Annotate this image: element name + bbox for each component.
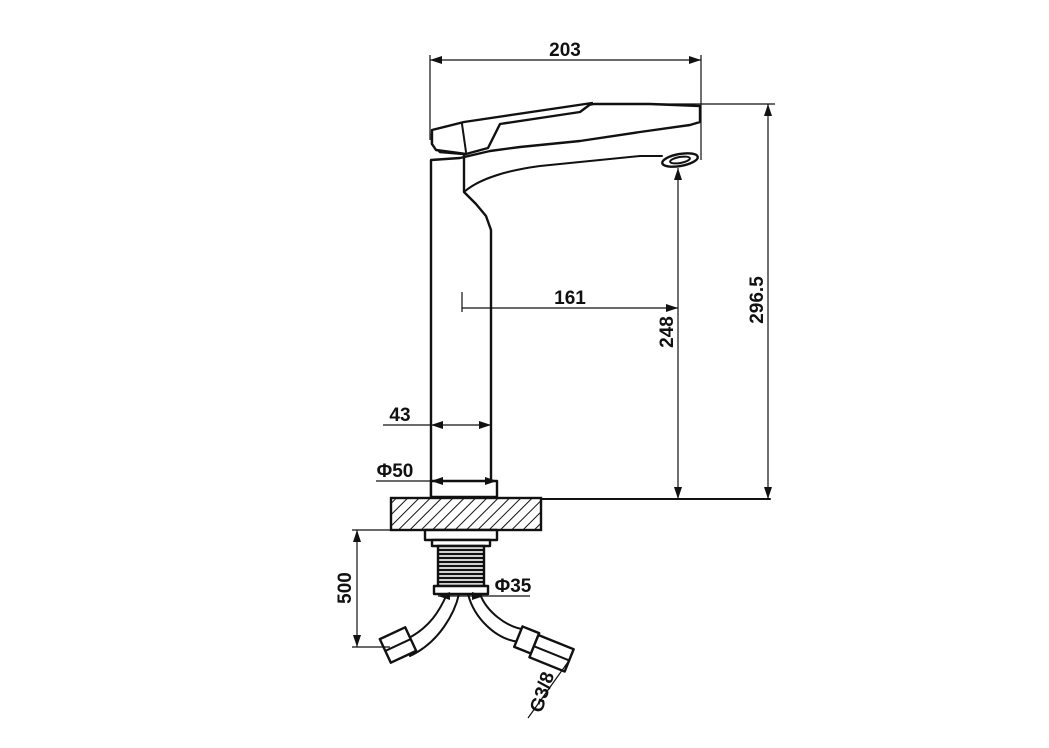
dimension-height-total-label: 296.5 (747, 276, 768, 324)
aerator (661, 152, 699, 168)
dimension-hose-length: 500 (335, 529, 425, 648)
dimension-width-total-label: 203 (549, 40, 581, 61)
dimension-width-total: 203 (429, 40, 702, 160)
dimension-base-diameter: Φ50 (376, 461, 497, 485)
dimension-base-diameter-label: Φ50 (377, 461, 414, 482)
countertop-section (389, 496, 543, 532)
dimension-hose-length-label: 500 (335, 572, 356, 604)
dimension-thread-diameter: Φ35 (438, 576, 532, 600)
dimension-body-width: 43 (383, 405, 491, 429)
dimension-hose-thread-label: G3/8 (526, 669, 559, 715)
dimension-hose-thread: G3/8 (526, 661, 569, 719)
dimension-spout-reach-label: 161 (554, 288, 586, 309)
dimension-spout-reach: 161 (461, 288, 678, 312)
mounting-shank (423, 528, 499, 596)
dimension-thread-diameter-label: Φ35 (495, 576, 532, 597)
flexible-hoses (378, 593, 575, 673)
hose-nut-right (513, 625, 575, 673)
hose-nut-left (378, 626, 418, 664)
dimension-spout-height-label: 248 (657, 316, 678, 348)
dimension-height-total: 296.5 (600, 103, 775, 499)
dimension-spout-height: 248 (657, 168, 682, 499)
dimension-body-width-label: 43 (389, 405, 410, 426)
